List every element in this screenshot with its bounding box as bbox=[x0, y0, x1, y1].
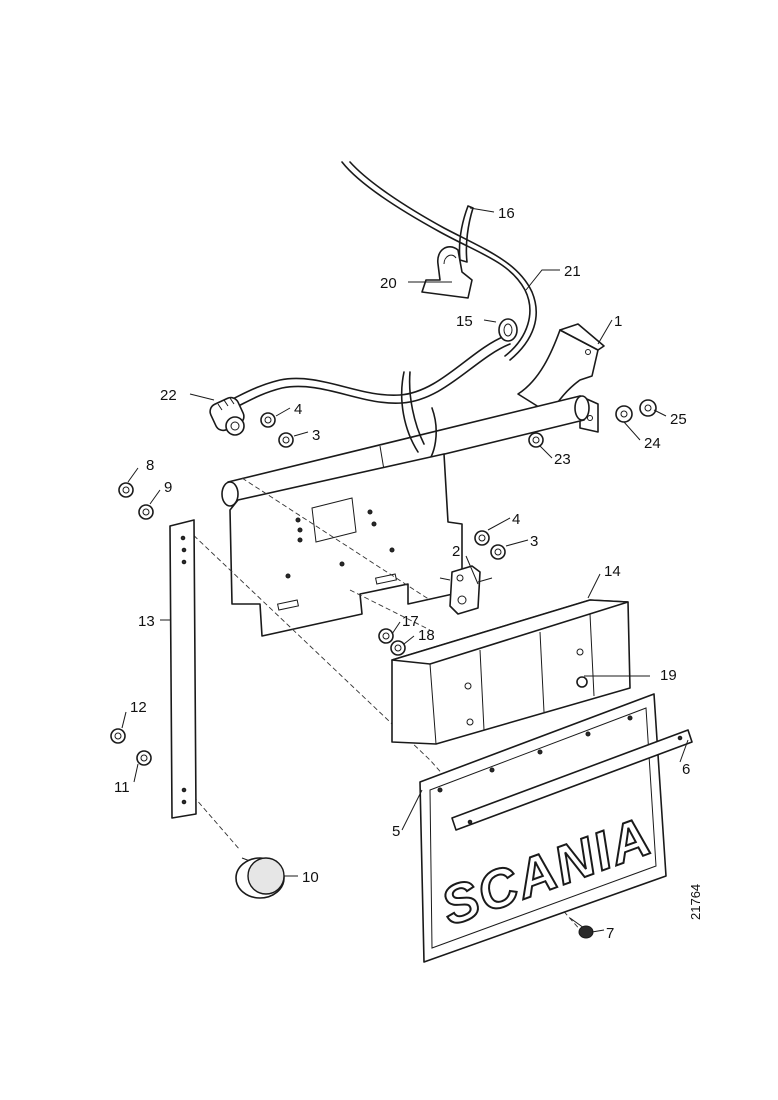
flap-strip-6 bbox=[451, 729, 693, 831]
bracket-1 bbox=[517, 323, 605, 433]
callout-9: 9 bbox=[164, 479, 172, 496]
connector-22 bbox=[209, 396, 245, 436]
callout-22: 22 bbox=[160, 387, 177, 404]
assembly-guide-lines bbox=[187, 477, 583, 933]
callout-12: 12 bbox=[130, 699, 147, 716]
cable-clamp-20 bbox=[421, 246, 473, 299]
callout-10: 10 bbox=[302, 869, 319, 886]
switch-2 bbox=[439, 565, 493, 615]
drawing-reference: 21764 bbox=[688, 884, 703, 920]
screw-7 bbox=[569, 917, 594, 939]
callout-25: 25 bbox=[670, 411, 687, 428]
callout-4b: 4 bbox=[512, 511, 520, 528]
callout-11: 11 bbox=[114, 779, 130, 796]
callout-15: 15 bbox=[456, 313, 473, 330]
support-tube bbox=[221, 395, 590, 507]
callout-17: 17 bbox=[402, 613, 419, 630]
callout-13: 13 bbox=[138, 613, 155, 630]
fasteners bbox=[110, 399, 657, 766]
leader-lines bbox=[121, 207, 689, 933]
callout-19: 19 bbox=[660, 667, 677, 684]
callout-16: 16 bbox=[498, 205, 515, 222]
callout-8: 8 bbox=[146, 457, 154, 474]
callout-1: 1 bbox=[614, 313, 622, 330]
rear-lamp-14 bbox=[391, 599, 631, 745]
callout-4: 4 bbox=[294, 401, 302, 418]
callout-23: 23 bbox=[554, 451, 571, 468]
callout-6: 6 bbox=[682, 761, 690, 778]
callout-24: 24 bbox=[644, 435, 661, 452]
wiring-harness bbox=[225, 161, 537, 411]
reflector-10 bbox=[235, 857, 285, 899]
callout-7: 7 bbox=[606, 925, 614, 942]
callout-14: 14 bbox=[604, 563, 621, 580]
callout-labels: 1 2 3 4 5 6 7 8 9 10 11 12 13 14 15 16 1… bbox=[114, 205, 690, 942]
callout-3b: 3 bbox=[530, 533, 538, 550]
callout-3: 3 bbox=[312, 427, 320, 444]
cable-clip-16 bbox=[458, 205, 474, 263]
callout-18: 18 bbox=[418, 627, 435, 644]
callout-21: 21 bbox=[564, 263, 581, 280]
mounting-strip-13 bbox=[169, 519, 197, 819]
callout-2: 2 bbox=[452, 543, 460, 560]
callout-5: 5 bbox=[392, 823, 400, 840]
grommet-15 bbox=[498, 318, 518, 342]
callout-20: 20 bbox=[380, 275, 397, 292]
